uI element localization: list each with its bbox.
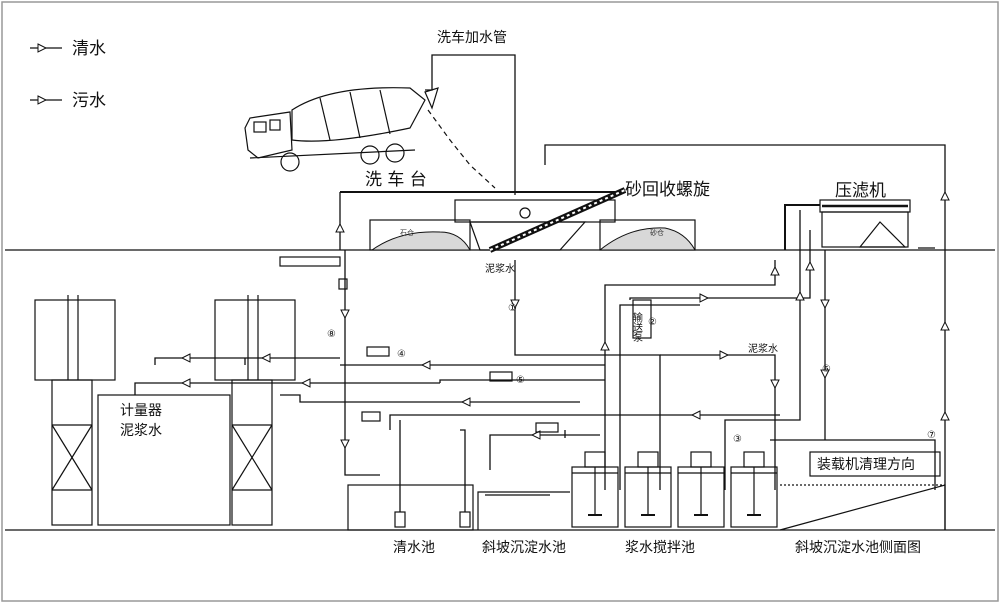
mixer-truck-icon: [244, 87, 496, 189]
marker-5: ⑤: [516, 375, 525, 386]
wash-pipe: 洗车加水管: [425, 29, 516, 195]
marker-7: ⑦: [927, 430, 936, 441]
silo-left: [34, 295, 116, 526]
marker-4: ④: [397, 349, 406, 360]
slope-pool-label: 斜坡沉淀水池: [482, 540, 566, 556]
stir-tank-1: [571, 451, 619, 528]
marker-1: ①: [508, 303, 517, 314]
meter-block: 计量器 泥浆水: [97, 394, 231, 526]
wash-platform-label: 洗 车 台: [365, 170, 427, 190]
sand-spiral-label: 砂回收螺旋: [625, 180, 710, 200]
stir-pool-label: 浆水搅拌池: [625, 540, 695, 556]
stir-tank-4: [730, 451, 778, 528]
meter-label: 计量器: [120, 403, 162, 419]
dirty-water-arrow-icon: [37, 95, 48, 105]
marker-8: ⑧: [327, 329, 336, 340]
loader-direction-label: 装载机清理方向: [817, 457, 915, 473]
pipe-tags: 输送泵 泥浆水: [279, 256, 652, 433]
circle-markers: ① ② ③ ④ ⑤ ⑥ ⑦ ⑧: [327, 303, 936, 445]
slope-side-view: 装载机清理方向 斜坡沉淀水池侧面图: [779, 451, 946, 556]
stir-tank-2: [624, 451, 672, 528]
filter-press: 压滤机: [544, 144, 950, 530]
mud-water-label: 泥浆水: [120, 423, 162, 439]
silo-right: [214, 295, 296, 526]
marker-6: ⑥: [822, 364, 831, 375]
wash-pipe-label: 洗车加水管: [437, 29, 507, 46]
clean-water-arrow-icon: [37, 43, 48, 53]
stir-tank-3: [677, 451, 725, 528]
stir-tanks: 浆水搅拌池: [571, 451, 778, 556]
stone-bin-label: 石仓: [400, 228, 414, 237]
mud-water-label-center: 泥浆水: [485, 262, 515, 275]
legend: 清水 污水: [30, 39, 106, 111]
sand-separator: 石仓 砂仓 砂回收螺旋: [369, 180, 710, 253]
legend-clean-water: 清水: [72, 39, 106, 59]
slope-pool: 斜坡沉淀水池: [477, 491, 570, 556]
marker-2: ②: [648, 317, 657, 328]
mud-water-label-right: 泥浆水: [748, 342, 778, 355]
clean-pool-label: 清水池: [393, 540, 435, 556]
filter-press-label: 压滤机: [835, 181, 886, 201]
sand-bin-label: 砂仓: [650, 228, 664, 237]
clean-pool: 清水池: [347, 429, 474, 556]
slope-side-label: 斜坡沉淀水池侧面图: [795, 540, 921, 556]
pump-label: 输送泵: [631, 311, 643, 342]
wash-platform: 洗 车 台: [335, 170, 615, 250]
marker-3: ③: [733, 434, 742, 445]
legend-dirty-water: 污水: [72, 91, 106, 111]
process-pipes: 泥浆水: [134, 210, 936, 490]
